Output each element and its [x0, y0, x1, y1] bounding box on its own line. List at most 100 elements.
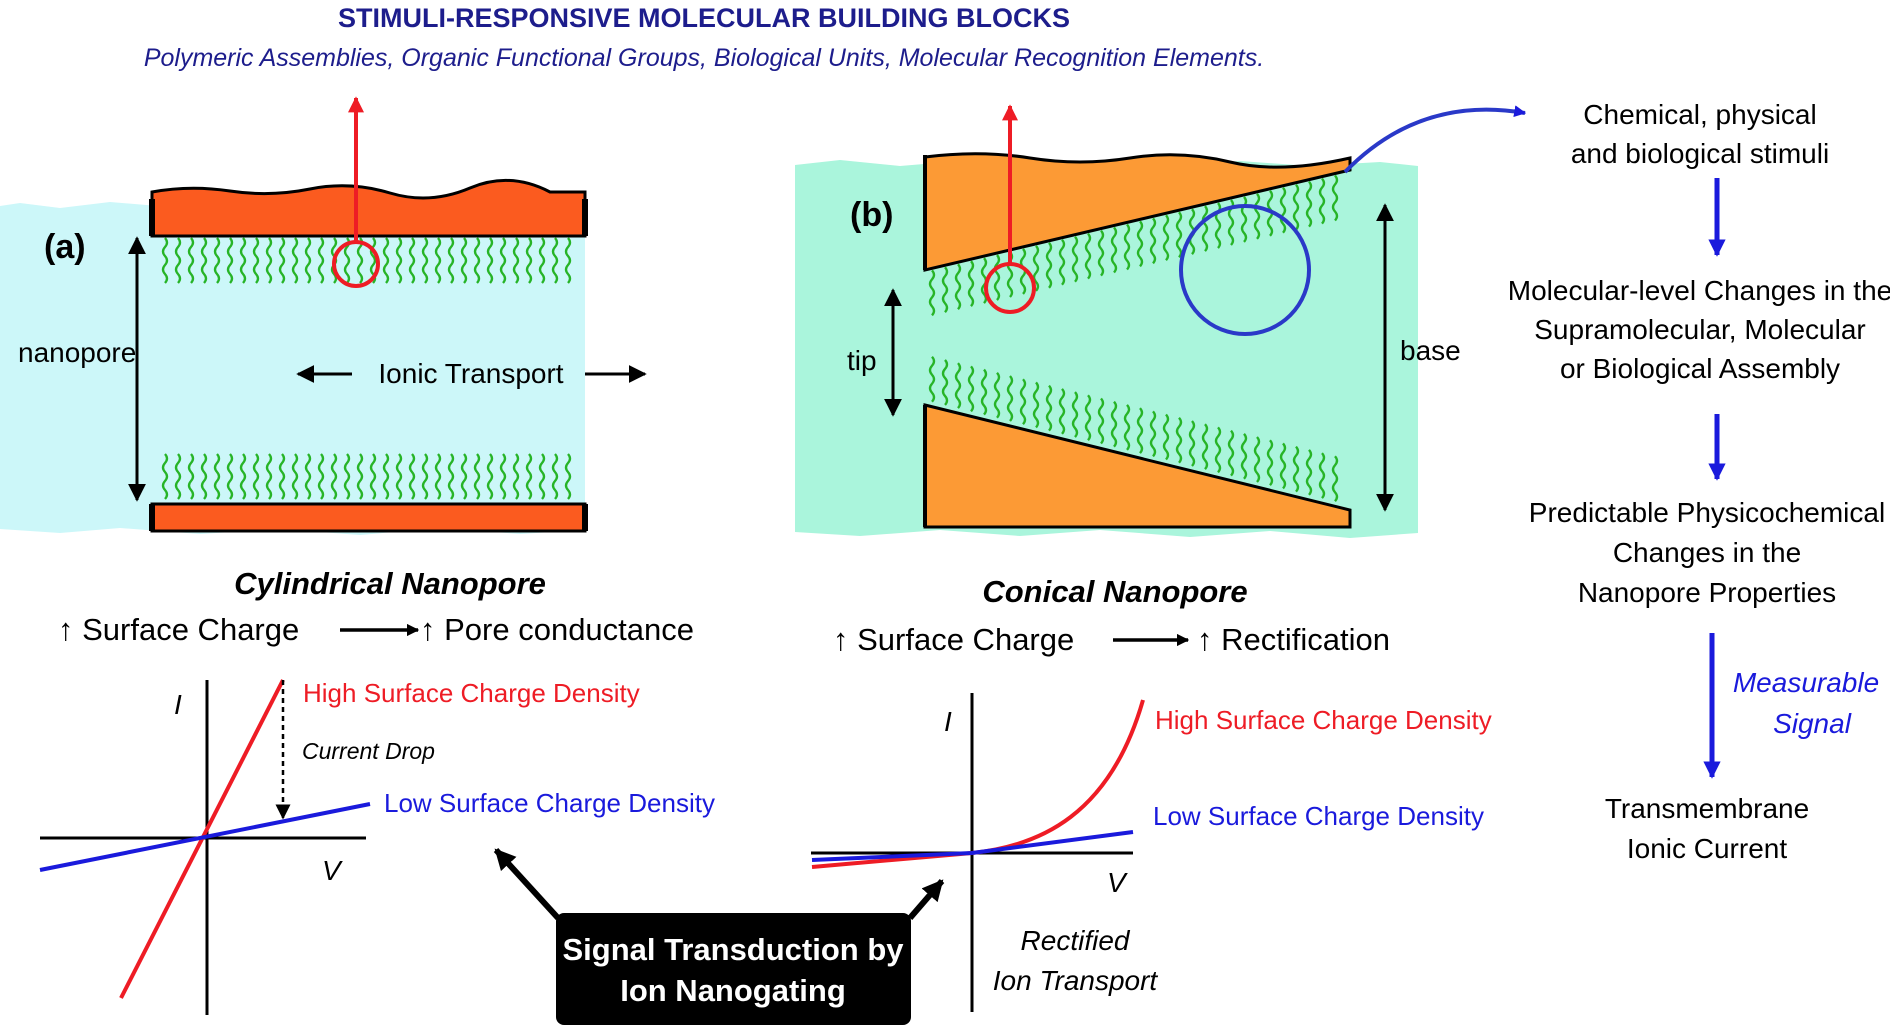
measurable-signal-line1: Measurable	[1733, 667, 1879, 698]
polymer-chain	[473, 237, 481, 284]
signal-arrow-to-plot-b	[907, 879, 945, 920]
panel-b-bottom-chains	[928, 355, 1339, 503]
polymer-chain	[252, 237, 260, 284]
plot-b-low-charge-label: Low Surface Charge Density	[1153, 801, 1484, 831]
polymer-chain	[486, 453, 494, 500]
flow-step2-line1: Molecular-level Changes in the	[1508, 275, 1890, 306]
polymer-chain	[1110, 226, 1118, 274]
polymer-chain	[1136, 220, 1144, 268]
panel-b-top-membrane	[923, 152, 1352, 272]
polymer-chain	[993, 372, 1001, 419]
polymer-chain	[1175, 416, 1183, 464]
polymer-chain	[1279, 187, 1287, 234]
polymer-chain	[200, 237, 208, 284]
polymer-chain	[1305, 449, 1313, 496]
flow-step3-line3: Nanopore Properties	[1578, 577, 1836, 608]
polymer-chain	[538, 237, 546, 284]
polymer-chain	[265, 237, 273, 284]
polymer-chain	[499, 237, 507, 284]
polymer-chain	[1136, 407, 1144, 454]
polymer-chain	[1123, 404, 1131, 451]
polymer-chain	[369, 453, 377, 500]
signal-box-background	[556, 913, 911, 1025]
polymer-chain	[395, 453, 403, 500]
signal-box-line1: Signal Transduction by	[562, 932, 904, 967]
polymer-chain	[551, 237, 559, 284]
plot-a-x-axis-label: V	[322, 855, 343, 886]
panel-a-label: (a)	[44, 228, 86, 266]
polymer-chain	[161, 237, 169, 284]
polymer-chain	[1175, 211, 1183, 258]
polymer-chain	[447, 237, 455, 284]
polymer-chain	[460, 237, 468, 284]
polymer-chain	[1318, 452, 1326, 499]
polymer-chain	[213, 453, 221, 500]
flow-step3-line2: Changes in the	[1613, 537, 1801, 568]
plot-b-high-charge-label: High Surface Charge Density	[1155, 705, 1492, 735]
polymer-chain	[1045, 384, 1053, 432]
polymer-chain	[1266, 439, 1274, 486]
polymer-chain	[1058, 388, 1066, 435]
polymer-chain	[278, 237, 286, 284]
polymer-chain	[512, 237, 520, 284]
polymer-chain	[1019, 378, 1027, 425]
panel-a-solution	[0, 201, 585, 535]
polymer-chain	[564, 237, 572, 284]
panel-a-top-chains	[161, 237, 572, 284]
polymer-chain	[239, 453, 247, 500]
flow-step2-line3: or Biological Assembly	[1560, 353, 1840, 384]
polymer-chain	[317, 453, 325, 500]
polymer-chain	[265, 453, 273, 500]
polymer-chain	[460, 453, 468, 500]
panel-a-relation-left: ↑ Surface Charge	[58, 612, 299, 647]
polymer-chain	[317, 237, 325, 284]
flow-step3-line1: Predictable Physicochemical	[1529, 497, 1885, 528]
polymer-chain	[447, 453, 455, 500]
polymer-chain	[1149, 217, 1157, 265]
panel-a-bottom-membrane	[150, 502, 587, 533]
rectified-note-line1: Rectified	[1021, 925, 1131, 956]
polymer-chain	[1110, 400, 1118, 448]
polymer-chain	[187, 237, 195, 284]
polymer-chain	[486, 237, 494, 284]
polymer-chain	[174, 453, 182, 500]
tip-label: tip	[847, 345, 877, 376]
plot-a-low-charge-line	[39, 802, 371, 872]
polymer-chain	[928, 355, 936, 403]
polymer-chain	[174, 237, 182, 284]
polymer-chain	[1292, 183, 1300, 231]
polymer-chain	[954, 263, 962, 310]
polymer-chain	[1045, 242, 1053, 289]
polymer-chain	[967, 260, 975, 307]
polymer-chain	[226, 237, 234, 284]
polymer-chain	[1201, 423, 1209, 470]
polymer-chain	[434, 453, 442, 500]
polymer-chain	[330, 453, 338, 500]
plot-b-iv-curve: I V High Surface Charge Density Low Surf…	[811, 693, 1492, 1012]
polymer-chain	[954, 362, 962, 409]
polymer-chain	[473, 453, 481, 500]
polymer-chain	[239, 237, 247, 284]
polymer-chain	[1227, 429, 1235, 477]
polymer-chain	[538, 453, 546, 500]
signal-box-line2: Ion Nanogating	[620, 973, 846, 1008]
polymer-chain	[434, 237, 442, 284]
ionic-transport-label: Ionic Transport	[378, 358, 563, 389]
polymer-chain	[928, 269, 936, 317]
panel-a-title: Cylindrical Nanopore	[234, 566, 546, 601]
polymer-chain	[304, 453, 312, 500]
polymer-chain	[1279, 442, 1287, 490]
panel-a-bottom-chains	[161, 453, 572, 500]
flow-step4-line2: Ionic Current	[1627, 833, 1788, 864]
polymer-chain	[980, 368, 988, 416]
polymer-chain	[395, 237, 403, 284]
header-subtitle: Polymeric Assemblies, Organic Functional…	[144, 44, 1264, 72]
panel-a-relation-right: ↑ Pore conductance	[420, 612, 694, 647]
polymer-chain	[343, 453, 351, 500]
flow-step1-line1: Chemical, physical	[1583, 99, 1816, 130]
polymer-chain	[499, 453, 507, 500]
plot-a-high-charge-label: High Surface Charge Density	[303, 678, 640, 708]
polymer-chain	[1084, 394, 1092, 442]
panel-b-relation-right: ↑ Rectification	[1197, 622, 1390, 657]
